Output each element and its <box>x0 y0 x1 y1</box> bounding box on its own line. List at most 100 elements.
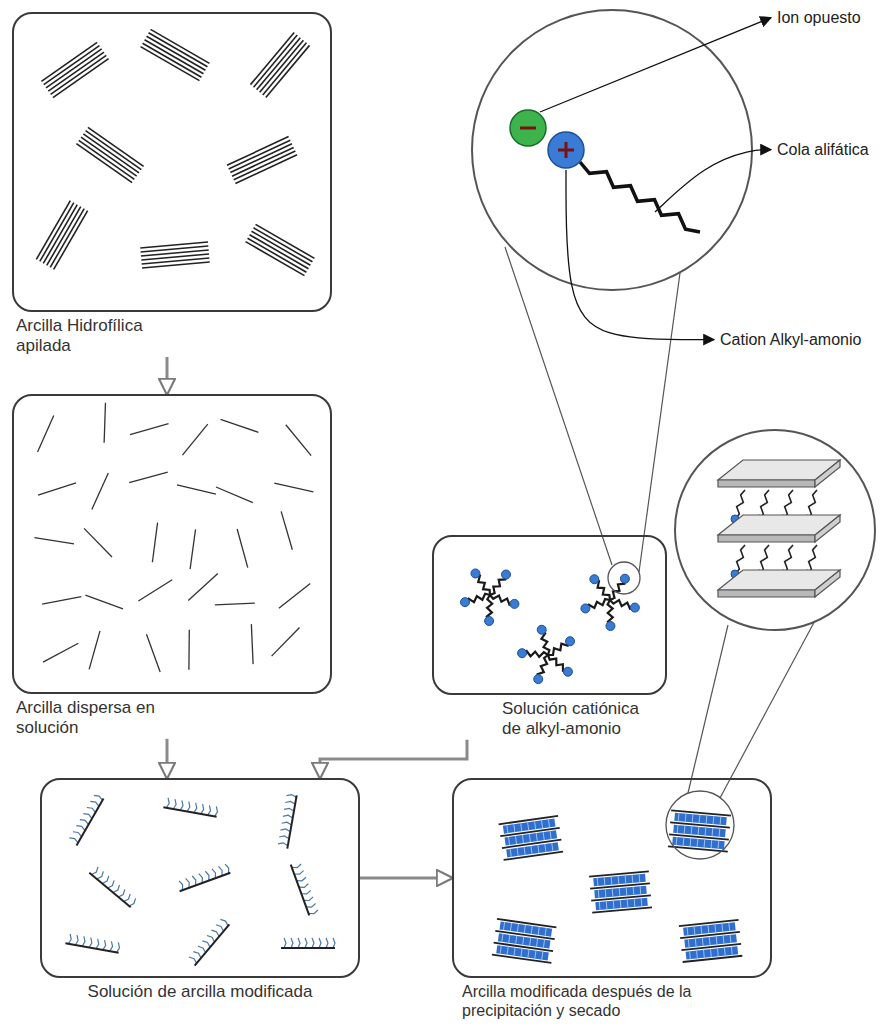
modified-platelet <box>176 863 230 891</box>
clay-sheet <box>46 49 102 88</box>
panel-frame <box>452 778 772 978</box>
clay-sheet <box>149 33 208 67</box>
alkyl-bristle <box>294 871 304 876</box>
clay-sheet <box>47 207 81 266</box>
ammonium-head <box>485 616 494 625</box>
clay-sheet <box>138 580 172 601</box>
layer-texture <box>717 948 719 956</box>
clay-sheet <box>230 144 292 173</box>
ammonium-head <box>537 625 546 634</box>
alkyl-bristle <box>279 835 289 839</box>
clay-sheet <box>500 828 559 836</box>
ammonium-head <box>471 569 480 578</box>
clay-sheet <box>40 203 74 262</box>
clay-sheet <box>232 147 294 176</box>
ammonium-head <box>590 575 599 584</box>
layer-texture <box>716 936 718 944</box>
clay-sheet <box>86 131 142 170</box>
clay-sheet <box>266 45 310 97</box>
clay-sheet <box>497 919 556 927</box>
clay-sheet <box>180 873 231 891</box>
callout-label: Ion opuesto <box>775 8 863 27</box>
layer-texture <box>531 926 532 934</box>
layer-texture <box>524 925 525 933</box>
layer-texture <box>689 951 691 959</box>
clay-sheet <box>41 42 97 81</box>
process-panel: Arcilla modificada después de la precipi… <box>452 778 772 1020</box>
clay-sheet <box>84 528 112 557</box>
layer-texture <box>542 952 543 960</box>
alkyl-bristle <box>278 842 288 846</box>
clay-sheet <box>291 865 309 916</box>
zoom-circle <box>675 430 875 630</box>
alkyl-bristle <box>194 803 198 813</box>
layer-texture <box>688 939 690 947</box>
clay-sheet <box>145 40 204 74</box>
layer-texture <box>703 950 705 958</box>
layer-texture <box>707 925 709 933</box>
alkyl-bristle <box>291 938 293 948</box>
process-arrow <box>360 877 452 880</box>
clay-sheet <box>221 419 259 432</box>
layer-texture <box>633 887 635 895</box>
clay-stack <box>246 224 315 275</box>
ammonium-head <box>502 570 511 579</box>
layer-texture <box>535 821 536 829</box>
layer-texture <box>724 948 726 956</box>
layer-texture <box>548 819 549 827</box>
ammonium-head <box>518 649 527 658</box>
layer-texture <box>714 924 716 932</box>
clay-sheet <box>83 134 139 173</box>
alkyl-bristle <box>186 878 191 888</box>
alkyl-bristle <box>166 798 170 808</box>
clay-sheet <box>679 920 739 926</box>
aliphatic-tail <box>580 162 700 232</box>
clay-sheet <box>130 424 168 435</box>
alkyl-bristle <box>326 938 328 948</box>
panel-frame <box>40 778 360 978</box>
clay-sheet <box>34 538 74 544</box>
layer-texture <box>521 823 522 831</box>
clay-sheet <box>592 907 652 912</box>
layer-texture <box>599 902 601 910</box>
ammonium-head <box>534 675 543 684</box>
clay-sheet <box>499 816 558 824</box>
alkyl-bristle <box>179 880 184 890</box>
layer-texture <box>514 824 515 832</box>
alkyl-bristle <box>285 801 295 805</box>
process-panel: Arcilla Hidrofílica apilada <box>12 12 332 357</box>
modified-platelet <box>89 865 137 907</box>
layer-texture <box>696 950 698 958</box>
clay-sheet <box>89 631 100 669</box>
alkyl-bristle <box>199 873 204 883</box>
ammonium-head <box>606 621 615 630</box>
layer-texture <box>627 899 629 907</box>
alkyl-bristle <box>283 814 293 818</box>
clay-sheet <box>92 473 109 509</box>
clay-sheet <box>227 137 289 166</box>
layer-texture <box>516 936 517 944</box>
ammonium-head <box>461 598 470 607</box>
alkyl-bristle <box>284 938 286 948</box>
layer-texture <box>613 901 615 909</box>
modified-platelet <box>65 933 120 952</box>
clay-sheet <box>260 40 304 92</box>
layer-texture <box>528 822 529 830</box>
process-panel: Solución de arcilla modificada <box>40 778 360 1002</box>
ammonium-head <box>566 637 575 646</box>
layer-texture <box>730 935 732 943</box>
alkyl-bristle <box>218 866 223 876</box>
layer-texture <box>503 922 504 930</box>
layer-texture <box>507 947 508 955</box>
layer-texture <box>678 813 680 821</box>
layer-texture <box>639 874 641 882</box>
clay-sheet <box>79 140 135 179</box>
clay-sheet <box>246 242 305 276</box>
layer-texture <box>509 935 510 943</box>
counter-ion <box>510 110 546 146</box>
clay-sheet <box>143 43 202 77</box>
alkyl-bristle <box>208 805 212 815</box>
clay-sheet <box>81 137 137 176</box>
